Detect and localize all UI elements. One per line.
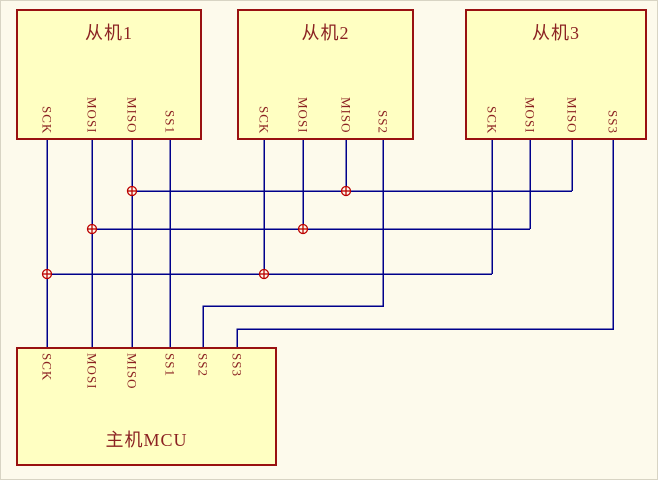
wire-net-miso bbox=[131, 139, 573, 348]
master-mcu-box: 主机MCU SCK MOSI MISO SS1 SS2 SS3 bbox=[16, 347, 277, 466]
slave3-pin-miso: MISO bbox=[564, 97, 580, 134]
junction-dot bbox=[86, 223, 98, 235]
slave1-pin-sck: SCK bbox=[39, 105, 55, 134]
slave1-title: 从机1 bbox=[85, 23, 133, 43]
slave2-box: 从机2 SCK MOSI MISO SS2 bbox=[237, 9, 414, 140]
junction-dot bbox=[340, 185, 352, 197]
junction-dot bbox=[258, 268, 270, 280]
slave2-pin-mosi: MOSI bbox=[295, 97, 311, 134]
master-pin-ss3: SS3 bbox=[229, 353, 245, 377]
junction-dot bbox=[297, 223, 309, 235]
slave3-pin-sck: SCK bbox=[484, 105, 500, 134]
wire-net-sck bbox=[46, 139, 493, 348]
master-pin-miso: MISO bbox=[124, 353, 140, 390]
slave3-pin-ss3: SS3 bbox=[605, 110, 621, 134]
master-pin-ss2: SS2 bbox=[195, 353, 211, 377]
slave3-pin-mosi: MOSI bbox=[522, 97, 538, 134]
slave2-title: 从机2 bbox=[301, 23, 350, 43]
wire-net-ss3 bbox=[236, 139, 614, 348]
slave3-title: 从机3 bbox=[532, 23, 580, 43]
slave2-pin-ss2: SS2 bbox=[375, 110, 391, 134]
junction-dot bbox=[41, 268, 53, 280]
slave2-pin-miso: MISO bbox=[338, 97, 354, 134]
wire-net-mosi bbox=[91, 139, 531, 348]
master-pin-ss1: SS1 bbox=[162, 353, 178, 377]
slave1-box: 从机1 SCK MOSI MISO SS1 bbox=[16, 9, 202, 140]
slave3-box: 从机3 SCK MOSI MISO SS3 bbox=[465, 9, 647, 140]
slave1-pin-mosi: MOSI bbox=[84, 97, 100, 134]
master-mcu-title: 主机MCU bbox=[105, 430, 188, 450]
slave2-pin-sck: SCK bbox=[256, 105, 272, 134]
slave1-pin-ss1: SS1 bbox=[162, 110, 178, 134]
master-pin-mosi: MOSI bbox=[84, 353, 100, 390]
junction-dot bbox=[126, 185, 138, 197]
wire-net-ss2 bbox=[202, 139, 384, 348]
master-pin-sck: SCK bbox=[39, 353, 55, 382]
slave1-pin-miso: MISO bbox=[124, 97, 140, 134]
